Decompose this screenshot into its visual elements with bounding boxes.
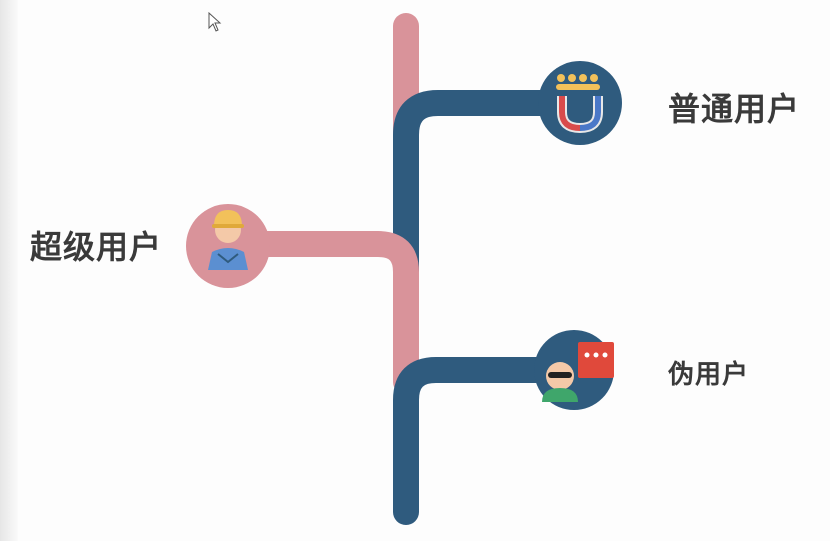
mouse-cursor-icon — [208, 12, 222, 32]
people-magnet-icon — [538, 61, 622, 145]
masked-person-icon — [534, 330, 614, 410]
normal-user-label: 普通用户 — [668, 90, 801, 128]
worker-avatar-icon — [186, 204, 270, 288]
pink-branch-super — [249, 231, 419, 395]
blue-branch-normal — [393, 90, 569, 293]
super-user-label: 超级用户 — [30, 228, 163, 266]
pseudo-user-label: 伪用户 — [668, 360, 750, 390]
left-edge-shadow — [0, 0, 18, 541]
blue-branch-pseudo — [393, 357, 573, 525]
